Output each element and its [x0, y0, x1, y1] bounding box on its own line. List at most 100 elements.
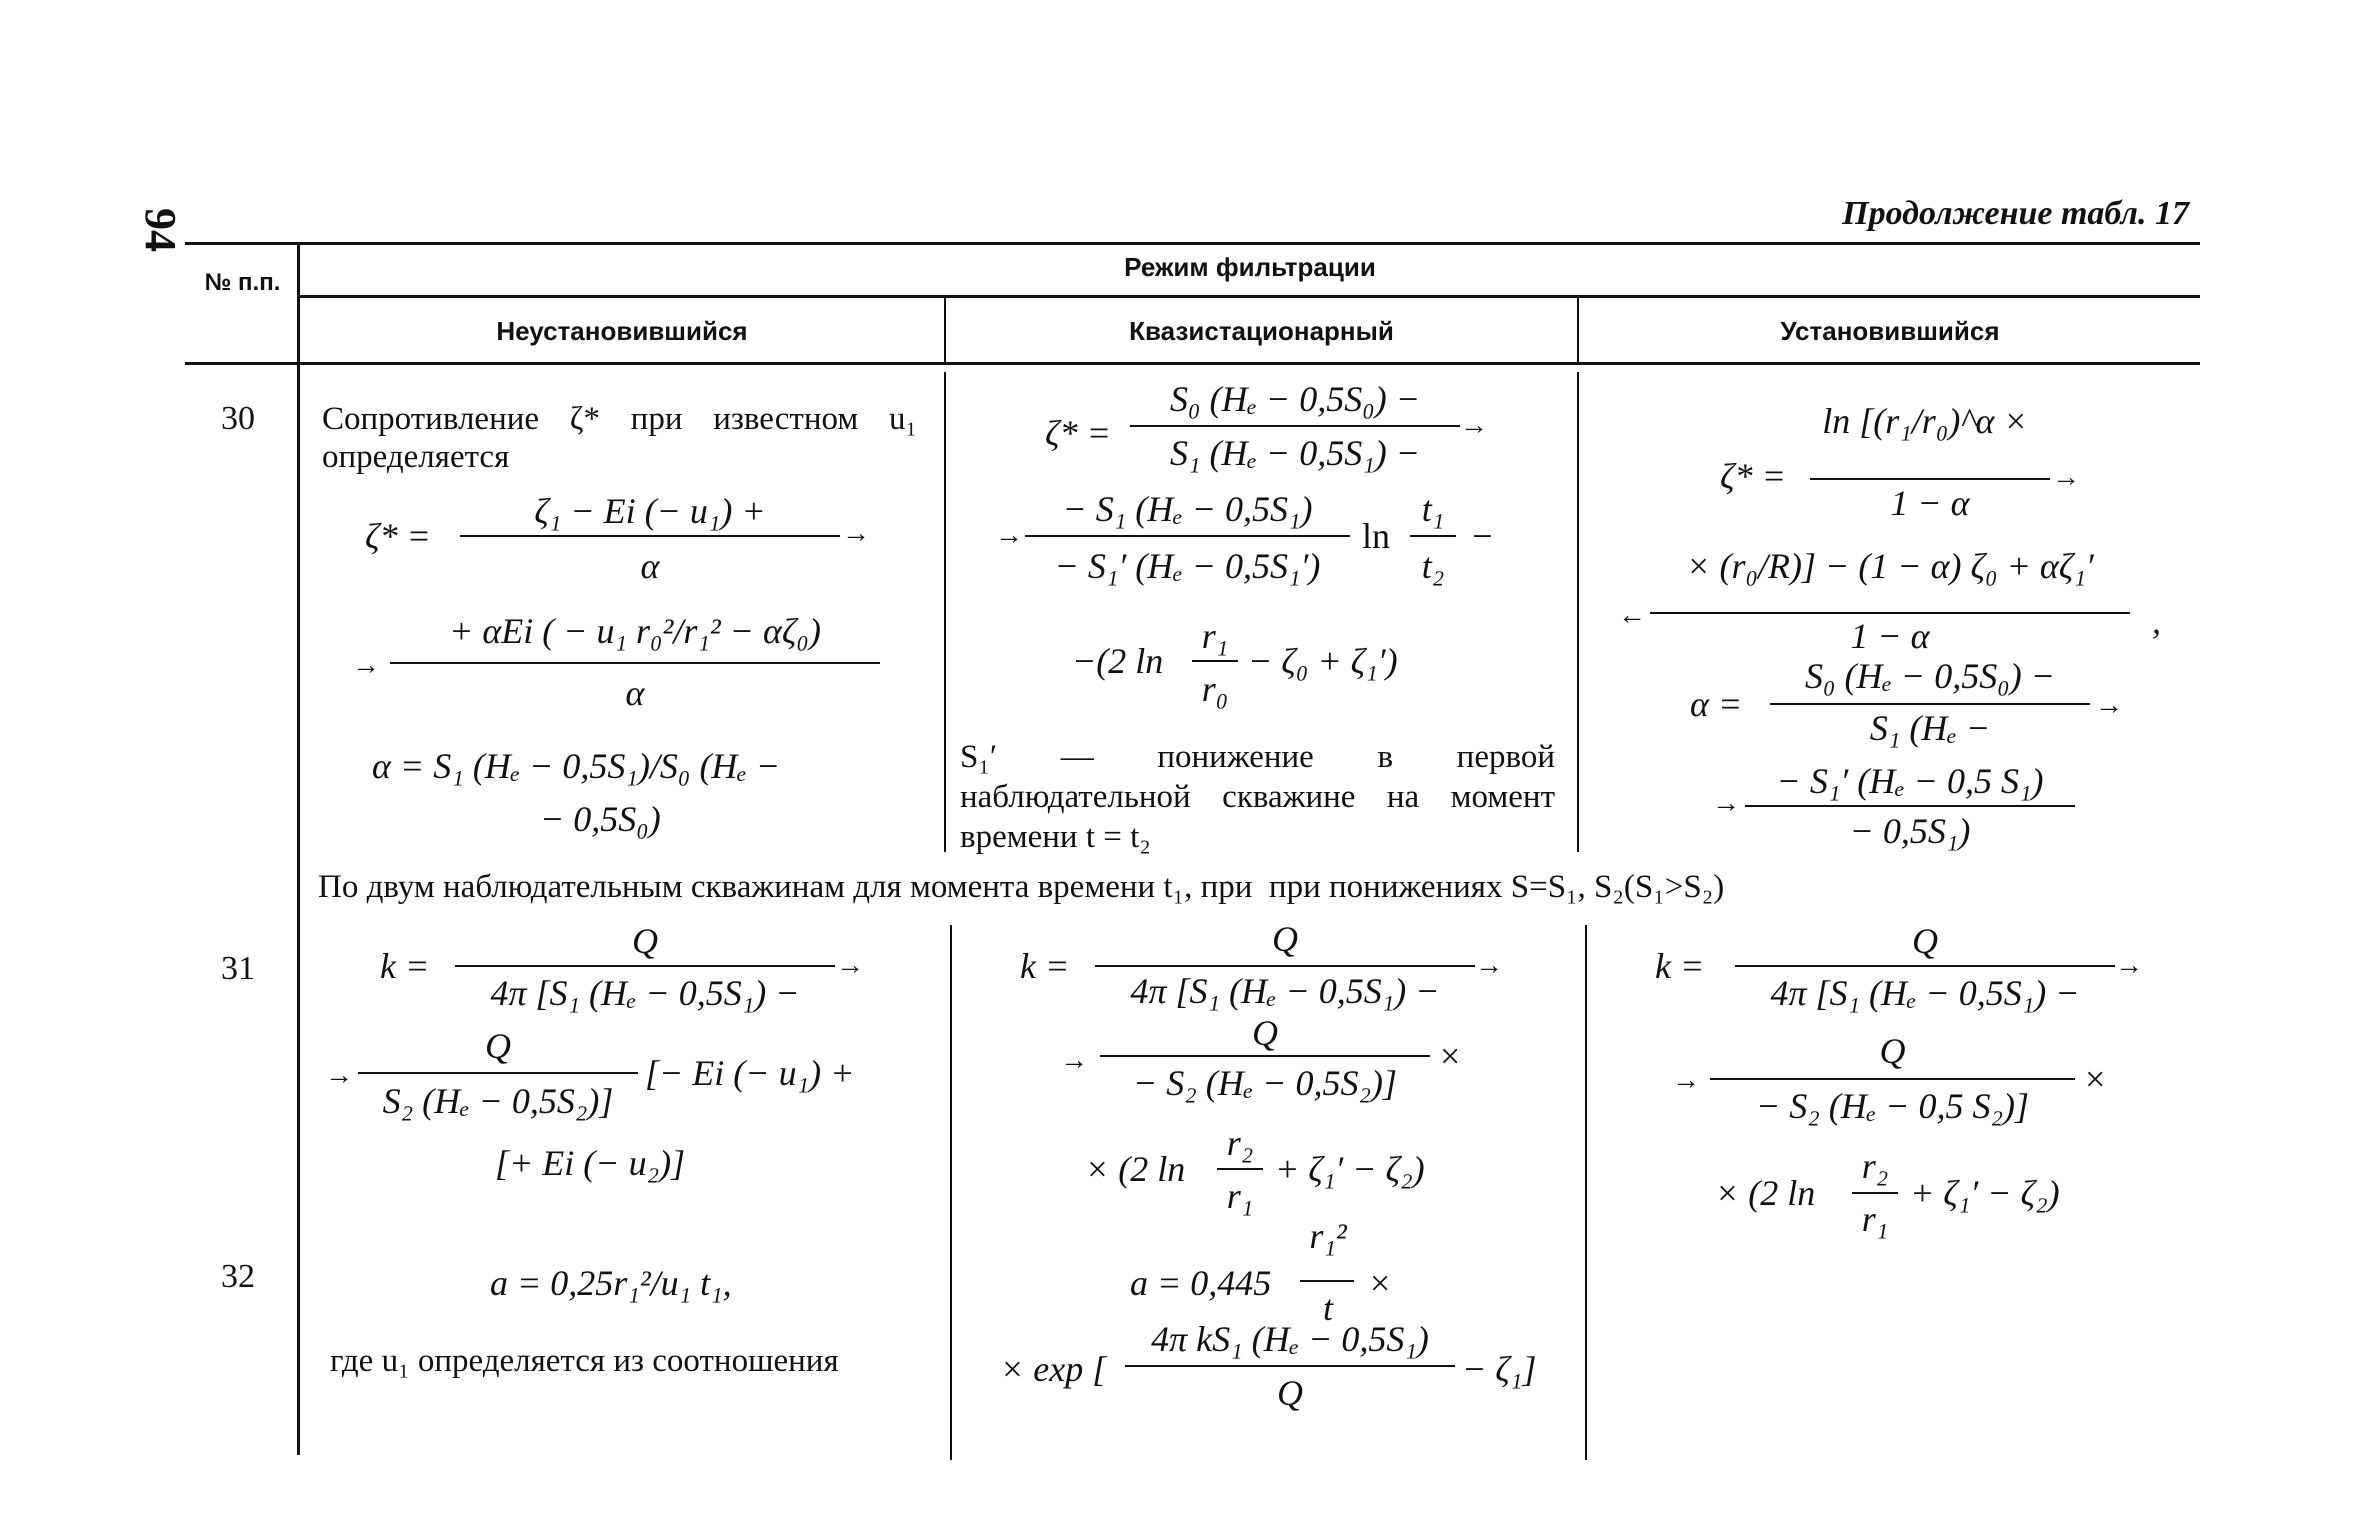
header-quasistationary: Квазистационарный — [1129, 316, 1394, 346]
row31-unsteady-d1: 4π [S₁ (Hₑ − 0,5S₁) − — [490, 973, 800, 1013]
row31-quasi-bar2 — [1100, 1055, 1430, 1057]
row31-quasi-tail2: × — [1440, 1036, 1461, 1076]
row32-unsteady-formula: a = 0,25r₁²/u₁ t₁, — [490, 1263, 732, 1303]
row30-quasi-f2-ln: ln — [1362, 516, 1391, 556]
row30-steady-comma: , — [2152, 601, 2161, 641]
row32-unsteady-note: где u₁ определяется из соотношения — [330, 1343, 839, 1379]
row31-quasi-line3-bar — [1217, 1168, 1263, 1170]
row31-steady-bar1 — [1735, 965, 2115, 967]
row-number-30: 30 — [221, 400, 255, 437]
row30-quasi-f3-r-den: r₀ — [1201, 669, 1229, 709]
row32-quasi-d1: t — [1322, 1288, 1333, 1328]
row31-quasi-arrow1: → — [1475, 950, 1503, 981]
row32-quasi-bar2 — [1125, 1365, 1455, 1367]
row30-quasi-f2-arrow: → — [995, 520, 1023, 551]
row30-steady-f2-num: × (r₀/R)] − (1 − α) ζ₀ + αζ₁′ — [1686, 546, 2094, 586]
row31-unsteady-bar1 — [455, 965, 835, 967]
row30-quasi-f2-num: − S₁ (Hₑ − 0,5S₁) — [1062, 489, 1313, 529]
row32-quasi-n2: 4π kS₁ (Hₑ − 0,5S₁) — [1151, 1319, 1429, 1359]
header-bottom-rule — [185, 362, 2200, 365]
row30-quasi-f2-bar — [1025, 535, 1350, 537]
row30-steady-alpha-arrow: → — [2095, 690, 2123, 721]
row31-steady-line3-den: r₁ — [1861, 1199, 1889, 1239]
row31-unsteady-arrow1: → — [836, 950, 864, 981]
row31-quasi-bar1 — [1095, 965, 1475, 967]
row30-unsteady-alpha-line2: − 0,5S₀) — [540, 799, 661, 839]
row31-quasi-line3-head: × (2 ln — [1085, 1149, 1186, 1189]
row30-quasi-f1-lhs: ζ* = — [1045, 413, 1111, 453]
table-top-rule — [185, 242, 2200, 245]
row31-quasi-line3-num: r₂ — [1226, 1123, 1254, 1163]
row30-quasi-f1-num: S₀ (Hₑ − 0,5S₀) − — [1169, 379, 1421, 419]
row31-steady-line3-tail: + ζ₁′ − ζ₂) — [1910, 1173, 2060, 1213]
row30-steady-f1-num: ln [(r₁/r₀)^α × — [1822, 401, 2028, 441]
row30-quasi-f2-den: − S₁′ (Hₑ − 0,5S₁′) — [1054, 546, 1321, 586]
row31-unsteady-n2: Q — [485, 1026, 511, 1066]
row31-unsteady-lhs: k = — [380, 946, 430, 986]
num-col-separator — [297, 245, 300, 1455]
row30-steady-alpha-bar — [1770, 703, 2090, 705]
col2-separator-header — [1577, 298, 1579, 362]
row30-unsteady-alpha-line1: α = S₁ (Hₑ − 0,5S₁)/S₀ (Hₑ − — [372, 746, 781, 786]
row30-quasi-f1-arrow: → — [1460, 410, 1488, 441]
row31-steady-line3-num: r₂ — [1861, 1146, 1889, 1186]
row31-unsteady-d2: S₂ (Hₑ − 0,5S₂)] — [382, 1081, 614, 1121]
col1-separator-row30 — [944, 372, 946, 852]
header-filtration-mode: Режим фильтрации — [1124, 252, 1376, 282]
row30-steady-f1-lhs: ζ* = — [1720, 456, 1786, 496]
row32-quasi-lhs: a = 0,445 — [1130, 1263, 1272, 1303]
row31-unsteady-arrow2: → — [325, 1060, 353, 1091]
row30-unsteady-f2-arrow: → — [352, 650, 380, 681]
page-number: 94 — [136, 208, 185, 252]
row31-quasi-n2: Q — [1252, 1013, 1278, 1053]
col2-separator-rows31-32 — [1585, 925, 1587, 1460]
row32-quasi-tail1: × — [1370, 1263, 1391, 1303]
row30-steady-f2-bar — [1650, 612, 2130, 614]
row30-unsteady-f1-bar — [460, 535, 840, 537]
group-header-rule — [300, 295, 2200, 298]
row31-quasi-n1: Q — [1272, 919, 1298, 959]
row30-steady-f1-den: 1 − α — [1890, 483, 1970, 523]
row30-quasi-note: S₁′ — понижение в первой наблюдательной … — [960, 739, 1555, 855]
row31-quasi-lhs: k = — [1020, 946, 1070, 986]
row31-unsteady-line3: [+ Ei (− u₂)] — [495, 1143, 686, 1183]
row31-steady-line3-head: × (2 ln — [1715, 1173, 1816, 1213]
header-unsteady: Неустановившийся — [496, 316, 748, 346]
row31-steady-line3-bar — [1852, 1192, 1898, 1194]
row32-quasi-bar1 — [1300, 1280, 1354, 1282]
row32-quasi-line2-head: × exp [ — [1000, 1349, 1107, 1389]
row30-quasi-f3-tail: − ζ₀ + ζ₁′) — [1248, 641, 1398, 681]
row30-quasi-f2-tail: − — [1470, 516, 1495, 556]
row30-unsteady-f1-arrow: → — [842, 518, 870, 549]
header-steady: Установившийся — [1780, 316, 2000, 346]
row31-quasi-line3-den: r₁ — [1226, 1176, 1254, 1216]
row31-quasi-arrow2: → — [1060, 1045, 1088, 1076]
row31-quasi-d2: − S₂ (Hₑ − 0,5S₂)] — [1132, 1063, 1398, 1103]
row30-steady-f1-arrow: → — [2052, 462, 2080, 493]
row30-quasi-f3-r-bar — [1192, 660, 1238, 662]
row31-quasi-d1: 4π [S₁ (Hₑ − 0,5S₁) − — [1130, 971, 1440, 1011]
spanning-note-two-wells: По двум наблюдательным скважинам для мом… — [318, 869, 1725, 905]
row30-steady-alpha-den: S₁ (Hₑ − — [1869, 708, 1991, 748]
row31-steady-lhs: k = — [1655, 946, 1705, 986]
row30-steady-f2-arrow: ← — [1618, 600, 1646, 631]
row31-unsteady-n1: Q — [632, 921, 658, 961]
row31-steady-d1: 4π [S₁ (Hₑ − 0,5S₁) − — [1770, 973, 2080, 1013]
col1-separator-header — [944, 298, 946, 362]
row32-quasi-n1: r₁² — [1309, 1216, 1347, 1256]
row30-unsteady-f2-bar — [390, 662, 880, 664]
col2-separator-row30 — [1577, 372, 1579, 852]
row30-steady-f2-den: 1 − α — [1850, 616, 1930, 656]
row31-steady-bar2 — [1710, 1078, 2075, 1080]
row32-quasi-line2-tail: − ζ₁] — [1462, 1349, 1537, 1389]
row30-steady-alpha2-den: − 0,5S₁) — [1849, 811, 1971, 851]
row30-steady-alpha-lhs: α = — [1690, 684, 1743, 724]
row31-steady-d2: − S₂ (Hₑ − 0,5 S₂)] — [1755, 1086, 2030, 1126]
table-continuation-caption: Продолжение табл. 17 — [1842, 195, 2189, 232]
row31-unsteady-bar2 — [358, 1072, 638, 1074]
row31-steady-n2: Q — [1879, 1031, 1906, 1071]
row30-steady-f1-bar — [1810, 478, 2050, 480]
row30-steady-alpha2-bar — [1745, 805, 2075, 807]
row-number-32: 32 — [221, 1258, 255, 1295]
row31-steady-arrow1: → — [2115, 950, 2143, 981]
